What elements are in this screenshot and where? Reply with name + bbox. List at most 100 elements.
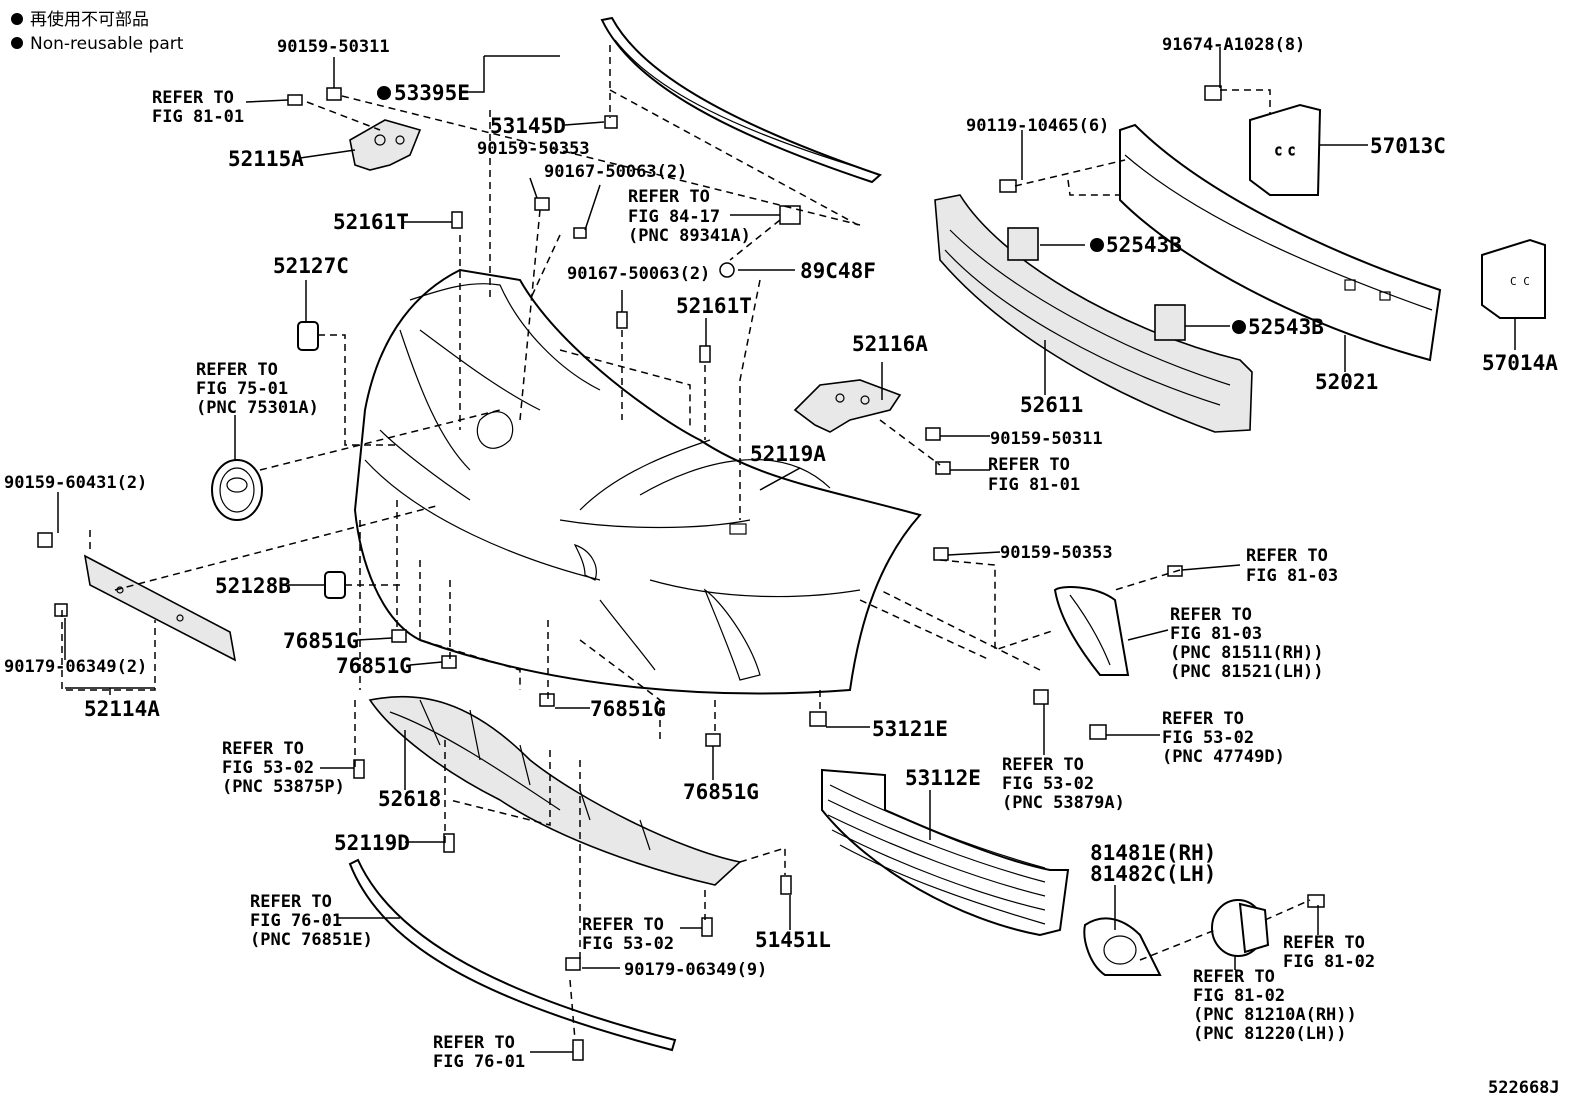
part-label: 52161T (676, 294, 752, 318)
side-bracket-52114A-drawing (83, 554, 237, 662)
part-label: 53112E (905, 766, 981, 790)
part-label: 52543B (1248, 315, 1324, 339)
legend-line-1: 再使用不可部品 (30, 9, 149, 30)
reference-label: FIG 53-02 (222, 758, 314, 778)
pad-drawings (1007, 227, 1186, 341)
reference-label: FIG 53-02 (1162, 728, 1254, 748)
reference-label: (PNC 81210A(RH)) (1193, 1005, 1357, 1025)
bumper-cover-drawing (353, 268, 922, 695)
reference-label: (PNC 47749D) (1162, 747, 1285, 767)
part-label: 76851G (283, 629, 359, 653)
part-label: 90159-50311 (990, 429, 1103, 449)
reference-label: (PNC 89341A) (628, 226, 751, 246)
part-label: 52128B (215, 574, 291, 598)
reference-label: FIG 81-03 (1170, 624, 1262, 644)
part-label: 53395E (394, 81, 470, 105)
lower-molding-drawing (348, 858, 677, 1052)
part-labels: 90159-50311 53395E 53145D REFER TO FIG 8… (4, 35, 1560, 1098)
part-label: 52119A (750, 442, 826, 466)
part-label: 89C48F (800, 259, 876, 283)
part-label: 52611 (1020, 393, 1083, 417)
figure-code: 522668J (1488, 1078, 1560, 1098)
part-label: 76851G (683, 780, 759, 804)
assembly-dash-lines (61, 45, 1311, 1041)
non-reusable-marker (11, 13, 23, 25)
part-label: 90167-50063(2) (544, 162, 687, 182)
reference-label: (PNC 81521(LH)) (1170, 662, 1324, 682)
reinforcement-52021-drawing (1119, 123, 1442, 362)
non-reusable-marker (1090, 238, 1104, 252)
reference-label: REFER TO (222, 739, 304, 759)
reference-label: REFER TO (152, 88, 234, 108)
part-label: 76851G (590, 697, 666, 721)
non-reusable-marker (1232, 320, 1246, 334)
reference-label: (PNC 76851E) (250, 930, 373, 950)
reference-label: (PNC 53875P) (222, 777, 345, 797)
part-label: 81482C(LH) (1090, 862, 1216, 886)
reference-label: FIG 84-17 (628, 207, 720, 227)
bracket-52115A-drawing (349, 119, 422, 171)
part-label: 52021 (1315, 370, 1378, 394)
reference-label: REFER TO (1170, 605, 1252, 625)
leader-lines (57, 47, 1516, 1053)
part-label: 90179-06349(2) (4, 657, 147, 677)
part-label: 52618 (378, 787, 441, 811)
part-label: 91674-A1028(8) (1162, 35, 1305, 55)
reference-label: FIG 81-03 (1246, 566, 1338, 586)
non-reusable-marker (11, 37, 23, 49)
fog-cover-drawing (1083, 917, 1162, 976)
reference-label: (PNC 81220(LH)) (1193, 1024, 1347, 1044)
part-label: 52543B (1106, 233, 1182, 257)
part-label: 90159-50311 (277, 37, 390, 57)
legend-line-2: Non-reusable part (30, 34, 184, 54)
part-label: 90159-50353 (477, 139, 590, 159)
non-reusable-marker (377, 86, 391, 100)
lower-grille-drawing (821, 768, 1070, 937)
reference-label: FIG 76-01 (433, 1052, 525, 1072)
reference-label: REFER TO (1002, 755, 1084, 775)
reference-label: REFER TO (1283, 933, 1365, 953)
reference-label: FIG 76-01 (250, 911, 342, 931)
cap-drawings (297, 321, 346, 599)
reference-label: FIG 81-01 (152, 107, 244, 127)
reference-label: REFER TO (582, 915, 664, 935)
reference-label: REFER TO (250, 892, 332, 912)
reference-label: (PNC 53879A) (1002, 793, 1125, 813)
emblem-drawing (211, 459, 263, 521)
part-label: 52114A (84, 697, 160, 721)
reference-label: FIG 75-01 (196, 379, 288, 399)
reference-label: REFER TO (196, 360, 278, 380)
part-label: 90159-50353 (1000, 543, 1113, 563)
reference-label: REFER TO (988, 455, 1070, 475)
reference-label: FIG 81-02 (1193, 986, 1285, 1006)
svg-text:C C: C C (1275, 145, 1295, 158)
reference-label: FIG 53-02 (582, 934, 674, 954)
bracket-57013C-drawing: C C (1249, 103, 1322, 196)
fog-lamp-drawing (1211, 899, 1270, 957)
reference-label: FIG 81-02 (1283, 952, 1375, 972)
part-label: 90159-60431(2) (4, 473, 147, 493)
part-label: 81481E(RH) (1090, 841, 1216, 865)
reference-label: REFER TO (433, 1033, 515, 1053)
part-label: 52116A (852, 332, 928, 356)
part-label: 52127C (273, 254, 349, 278)
reference-label: (PNC 75301A) (196, 398, 319, 418)
fastener-drawings (37, 85, 1325, 1061)
side-lamp-drawing (1053, 586, 1130, 676)
upper-molding-drawing (600, 16, 882, 184)
part-label: 57014A (1482, 351, 1558, 375)
part-label: 90179-06349(9) (624, 960, 767, 980)
reference-label: FIG 53-02 (1002, 774, 1094, 794)
reference-label: REFER TO (628, 187, 710, 207)
part-label: 53121E (872, 717, 948, 741)
part-label: 90119-10465(6) (966, 116, 1109, 136)
part-label: 52115A (228, 147, 304, 171)
part-label: 57013C (1370, 134, 1446, 158)
part-label: 90167-50063(2) (567, 264, 710, 284)
bracket-52116A-drawing (793, 379, 902, 433)
reference-label: REFER TO (1193, 967, 1275, 987)
part-label: 52119D (334, 831, 410, 855)
reference-label: REFER TO (1246, 546, 1328, 566)
legend: 再使用不可部品 Non-reusable part (11, 9, 184, 54)
